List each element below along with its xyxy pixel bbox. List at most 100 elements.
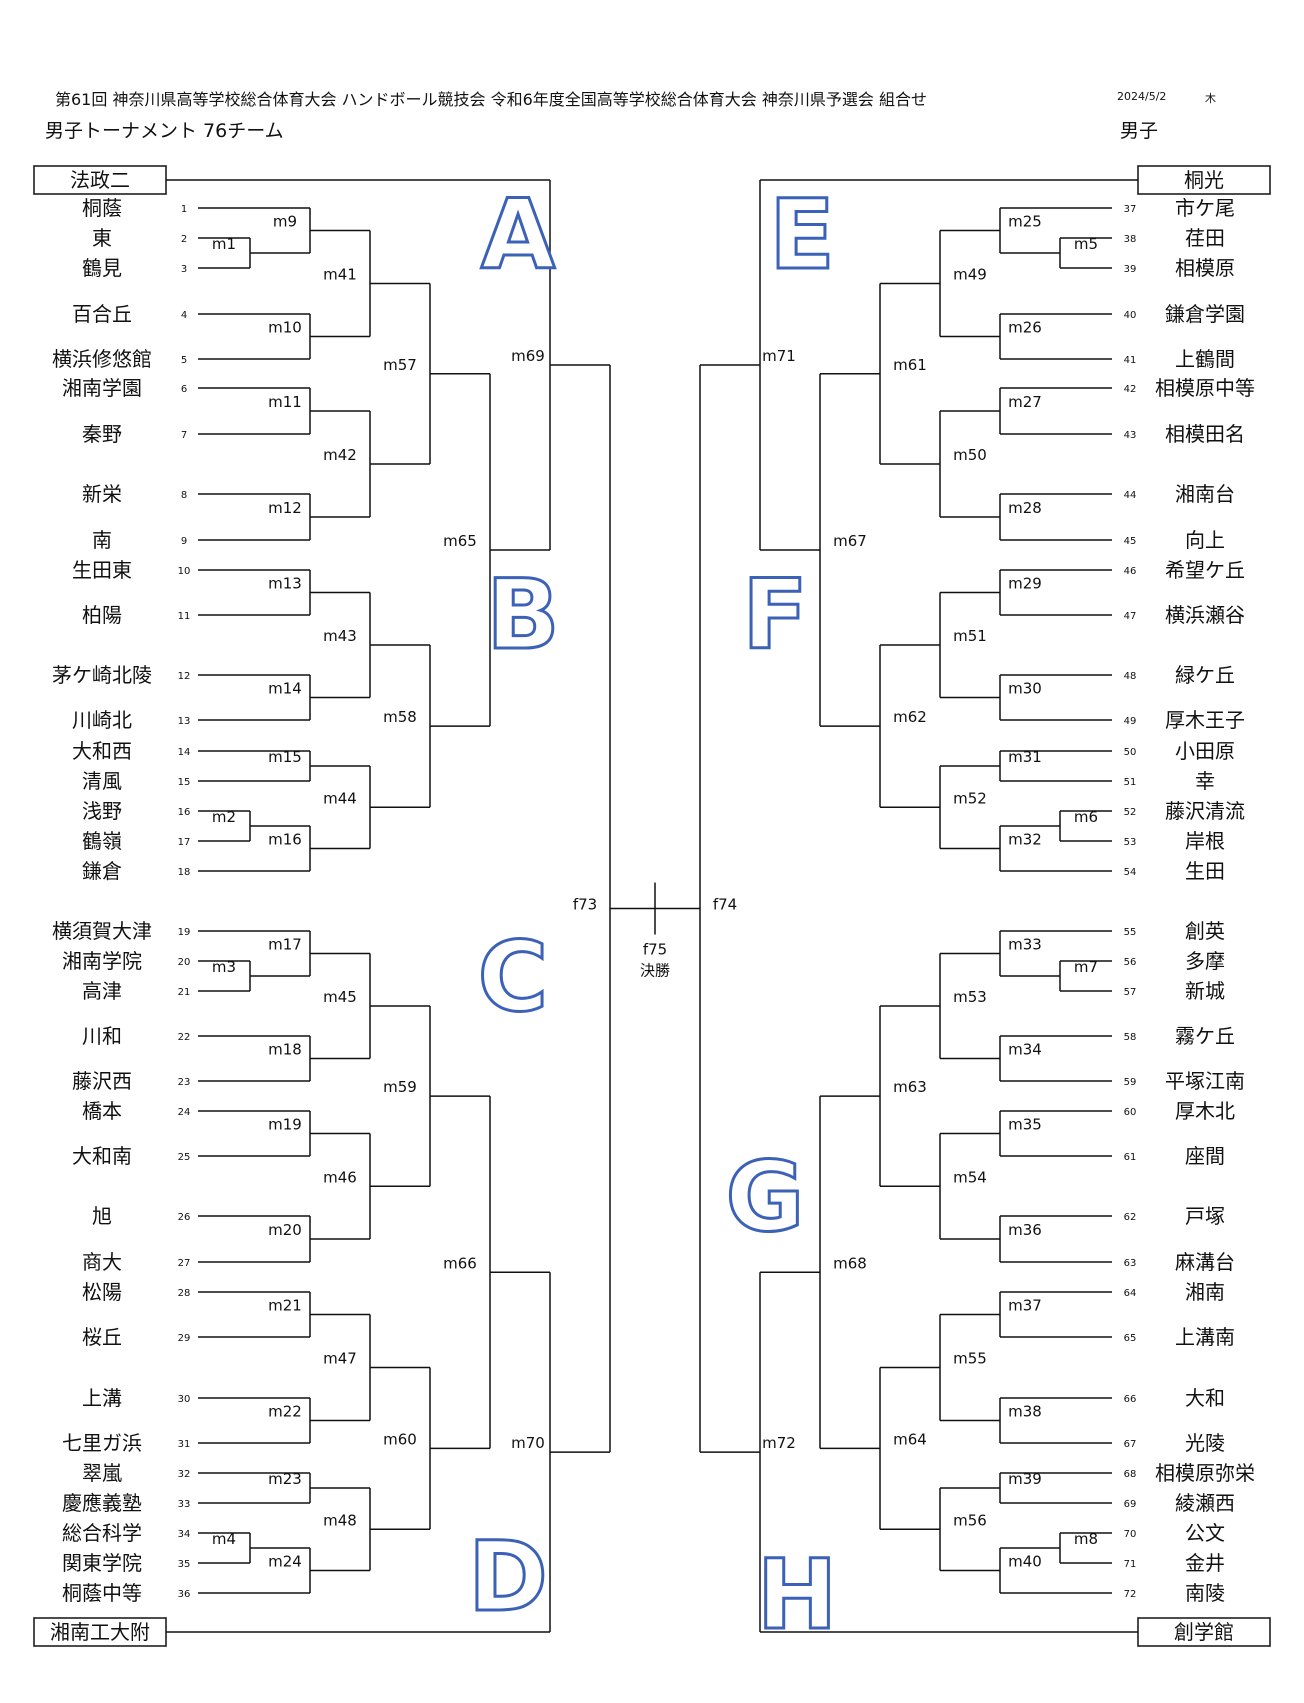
team-number: 7: [181, 430, 187, 441]
final-match-label: f75: [643, 941, 667, 959]
team-number: 40: [1124, 310, 1137, 321]
team-name: 綾瀬西: [1175, 1491, 1235, 1515]
team-number: 67: [1124, 1439, 1137, 1450]
team-number: 34: [178, 1529, 191, 1540]
team-number: 39: [1124, 264, 1137, 275]
team-name: 柏陽: [82, 603, 122, 627]
match-label: m55: [953, 1350, 987, 1368]
team-name: 関東学院: [62, 1551, 142, 1575]
team-name: 茅ケ崎北陵: [52, 663, 152, 687]
team-name: 向上: [1185, 528, 1225, 552]
match-label: m33: [1008, 936, 1042, 954]
match-label: m70: [511, 1434, 545, 1452]
team-number: 27: [178, 1258, 191, 1269]
match-label: m56: [953, 1511, 987, 1529]
team-name: 相模田名: [1165, 422, 1245, 446]
match-label: m72: [762, 1434, 796, 1452]
team-name: 鶴嶺: [82, 829, 122, 853]
team-name: 霧ケ丘: [1175, 1024, 1235, 1048]
team-number: 55: [1124, 927, 1137, 938]
block-letter: H: [757, 1539, 837, 1651]
team-number: 4: [181, 310, 187, 321]
match-label: m52: [953, 789, 987, 807]
team-name: 湘南学園: [62, 376, 142, 400]
team-name: 川崎北: [72, 708, 132, 732]
match-label: m71: [762, 347, 796, 365]
match-label: m44: [323, 789, 357, 807]
match-label: m25: [1008, 213, 1042, 231]
team-name: 横須賀大津: [52, 919, 152, 943]
team-name: 希望ケ丘: [1165, 558, 1245, 582]
team-name: 大和西: [72, 739, 132, 763]
team-number: 10: [178, 566, 191, 577]
match-label: m8: [1074, 1530, 1098, 1548]
team-name: 松陽: [82, 1280, 122, 1304]
match-label: m41: [323, 266, 357, 284]
match-label: m23: [268, 1470, 302, 1488]
match-label: m49: [953, 266, 987, 284]
match-label: m12: [268, 499, 302, 517]
team-name: 幸: [1195, 769, 1215, 793]
team-number: 63: [1124, 1258, 1137, 1269]
team-number: 41: [1124, 355, 1137, 366]
match-label: m60: [383, 1430, 417, 1448]
team-name: 平塚江南: [1165, 1069, 1245, 1093]
team-number: 66: [1124, 1394, 1137, 1405]
team-name: 新城: [1185, 979, 1225, 1003]
team-name: 鶴見: [82, 256, 122, 280]
team-number: 44: [1124, 490, 1137, 501]
match-label: m62: [893, 708, 927, 726]
team-name: 桜丘: [82, 1325, 122, 1349]
team-number: 17: [178, 837, 191, 848]
team-name: 藤沢西: [72, 1069, 132, 1093]
team-number: 51: [1124, 777, 1137, 788]
match-label: m2: [212, 808, 236, 826]
team-number: 13: [178, 716, 191, 727]
match-label: m54: [953, 1168, 987, 1186]
team-name: 上鶴間: [1175, 347, 1235, 371]
match-label: m22: [268, 1403, 302, 1421]
team-number: 26: [178, 1212, 191, 1223]
team-number: 9: [181, 536, 187, 547]
team-number: 69: [1124, 1499, 1137, 1510]
team-number: 71: [1124, 1559, 1137, 1570]
seed-box: [33, 165, 167, 195]
team-number: 60: [1124, 1107, 1137, 1118]
match-label: m66: [443, 1254, 477, 1272]
team-number: 43: [1124, 430, 1137, 441]
team-number: 2: [181, 234, 187, 245]
match-label: m28: [1008, 499, 1042, 517]
team-number: 21: [178, 987, 191, 998]
team-name: 相模原弥栄: [1155, 1461, 1255, 1485]
team-number: 15: [178, 777, 191, 788]
match-label: f73: [573, 896, 597, 914]
team-name: 座間: [1185, 1144, 1225, 1168]
match-label: m68: [833, 1254, 867, 1272]
team-name: 南: [92, 528, 112, 552]
match-label: m40: [1008, 1553, 1042, 1571]
match-label: m7: [1074, 958, 1098, 976]
seed-box: [1137, 1617, 1271, 1647]
match-label: m48: [323, 1511, 357, 1529]
team-name: 厚木王子: [1165, 708, 1245, 732]
team-number: 36: [178, 1589, 191, 1600]
match-label: m59: [383, 1078, 417, 1096]
team-number: 22: [178, 1032, 191, 1043]
team-name: 旭: [92, 1204, 112, 1228]
team-number: 5: [181, 355, 187, 366]
team-number: 61: [1124, 1152, 1137, 1163]
team-name: 湘南: [1185, 1280, 1225, 1304]
match-label: m26: [1008, 319, 1042, 337]
match-label: m69: [511, 347, 545, 365]
match-label: m4: [212, 1530, 236, 1548]
weekday-label: 木: [1205, 92, 1216, 105]
team-number: 52: [1124, 807, 1137, 818]
tournament-title: 第61回 神奈川県高等学校総合体育大会 ハンドボール競技会 令和6年度全国高等学…: [55, 90, 927, 109]
team-number: 62: [1124, 1212, 1137, 1223]
team-number: 24: [178, 1107, 191, 1118]
team-name: 湘南台: [1175, 482, 1235, 506]
team-number: 14: [178, 747, 191, 758]
match-label: m6: [1074, 808, 1098, 826]
seed-team: 法政二: [70, 168, 130, 192]
match-label: m63: [893, 1078, 927, 1096]
